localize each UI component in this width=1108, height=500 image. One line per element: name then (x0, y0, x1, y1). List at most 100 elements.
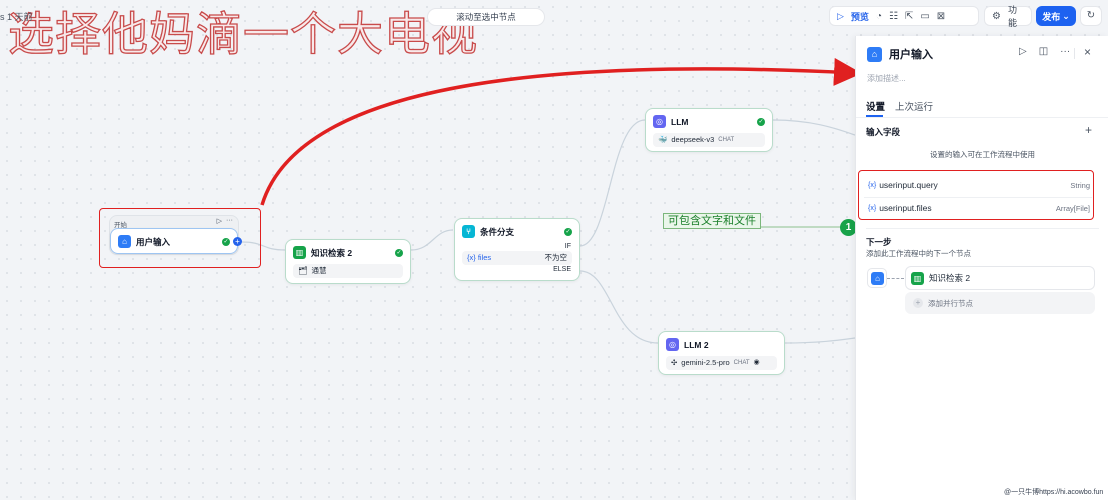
start-node-title: 用户输入 (136, 236, 171, 247)
add-parallel-label: 添加并行节点 (928, 298, 973, 308)
field-type: Array[File] (1055, 203, 1090, 213)
preview-button[interactable]: 预览 (850, 11, 869, 22)
llm-icon: ◎ (666, 338, 679, 351)
publish-label: 发布 (1042, 11, 1061, 22)
scroll-to-node-button[interactable]: 滚动至选中节点 (427, 8, 545, 26)
features-icon: ⚙ (992, 10, 1001, 22)
add-node-handle[interactable]: + (233, 237, 242, 246)
else-label: ELSE (553, 266, 571, 273)
start-node-highlight (99, 208, 261, 268)
help-book-icon[interactable]: ◫ (1038, 46, 1049, 57)
annotation-arrow (260, 57, 862, 206)
branch-icon: ⑂ (462, 225, 475, 238)
dataset-icon: 🗂 (298, 266, 308, 275)
list-icon[interactable]: ☷ (888, 10, 898, 22)
kb-node-title: 知识检索 2 (311, 247, 353, 258)
field-name: userinput.query (879, 180, 938, 190)
start-group-label: 开始 (114, 222, 127, 229)
field-divider (864, 197, 1092, 198)
annotation-label: 可包含文字和文件 (663, 213, 761, 229)
success-icon: ✓ (757, 117, 765, 126)
input-fields-label: 输入字段 (866, 127, 901, 137)
gemini-icon: ✣ (671, 358, 678, 367)
run-node-icon[interactable]: ▷ (216, 218, 222, 225)
next-connector (887, 278, 904, 279)
fields-highlight (858, 170, 1094, 220)
kb-dataset: 🗂通慧 (293, 264, 403, 278)
vision-icon: ◉ (753, 359, 760, 366)
condition-var: {x} files (467, 253, 492, 262)
more-icon[interactable]: ··· (226, 217, 233, 224)
condition-branch-node[interactable]: ⑂ 条件分支 ✓ IF {x} files 不为空 ELSE (454, 218, 580, 281)
field-row[interactable]: {x} userinput.query String (868, 180, 1090, 190)
llm-mode: CHAT (718, 137, 735, 143)
success-icon: ✓ (222, 237, 230, 246)
add-parallel-node-button[interactable]: + 添加并行节点 (905, 292, 1095, 314)
next-step-desc: 添加此工作流程中的下一个节点 (866, 249, 971, 258)
close-icon[interactable]: × (1084, 45, 1092, 59)
chevron-down-icon: ⌄ (1062, 10, 1070, 21)
checklist-icon[interactable]: ◔ (875, 10, 882, 22)
knowledge-icon: ▥ (293, 246, 306, 259)
deepseek-icon: 🐳 (658, 135, 668, 144)
next-node-card[interactable]: ▥ 知识检索 2 (905, 266, 1095, 290)
field-name: userinput.files (879, 203, 932, 213)
plus-icon: + (913, 298, 923, 308)
description-input[interactable]: 添加描述... (867, 74, 906, 83)
field-type: String (1070, 180, 1090, 190)
next-node-title: 知识检索 2 (929, 273, 971, 283)
condition-row: {x} files 不为空 (462, 251, 572, 265)
current-node-chip: ⌂ (867, 268, 887, 288)
play-icon: ▷ (837, 10, 844, 21)
variable-icon: {x} (868, 181, 877, 189)
watermark-text: 选择他妈滴一个大电视 (7, 6, 478, 61)
features-button[interactable]: ⚙ 功能 (984, 5, 1032, 28)
active-tab-indicator (866, 115, 883, 117)
annotation-badge: 1 (840, 219, 857, 236)
env-icon[interactable]: ▭ (920, 10, 930, 22)
if-label: IF (564, 243, 571, 250)
saved-time: s 1 天前 (0, 12, 33, 22)
home-icon: ⌂ (867, 46, 882, 62)
llm-node[interactable]: ◎ LLM ✓ 🐳 deepseek-v3 CHAT (645, 108, 773, 152)
export-icon[interactable]: ⇱ (904, 10, 914, 22)
tab-settings[interactable]: 设置 (866, 102, 886, 113)
llm-node-title: LLM (671, 116, 689, 127)
input-hint: 设置的输入可在工作流程中使用 (930, 150, 1035, 159)
llm2-model: ✣ gemini-2.5-pro CHAT ◉ (666, 356, 777, 370)
kb-dataset-name: 通慧 (311, 266, 327, 275)
close-panel-divider (1074, 48, 1075, 59)
llm2-node[interactable]: ◎ LLM 2 ✣ gemini-2.5-pro CHAT ◉ (658, 331, 785, 375)
home-icon: ⌂ (118, 235, 131, 248)
more-icon[interactable]: ··· (1060, 46, 1071, 57)
success-icon: ✓ (564, 227, 572, 236)
condition-op: 不为空 (544, 253, 568, 262)
node-settings-panel: ⌂ 用户输入 ▷ ◫ ··· × 添加描述... 设置 上次运行 输入字段 + … (855, 36, 1108, 500)
section-divider (866, 228, 1099, 229)
llm-icon: ◎ (653, 115, 666, 128)
features-label: 功能 (1007, 5, 1017, 28)
publish-button[interactable]: 发布 ⌄ (1036, 6, 1076, 26)
panel-title: 用户输入 (889, 49, 933, 61)
llm2-node-title: LLM 2 (684, 339, 709, 350)
branch-node-title: 条件分支 (480, 226, 515, 237)
field-row[interactable]: {x} userinput.files Array[File] (868, 203, 1090, 213)
home-icon: ⌂ (871, 272, 884, 285)
start-node[interactable]: ⌂ 用户输入 ✓ (110, 228, 238, 254)
history-icon[interactable]: ↻ (1080, 6, 1102, 26)
next-step-label: 下一步 (866, 237, 892, 247)
llm-model: 🐳 deepseek-v3 CHAT (653, 133, 765, 147)
success-icon: ✓ (395, 248, 403, 257)
llm-model-name: deepseek-v3 (671, 135, 715, 144)
knowledge-icon: ▥ (911, 271, 924, 285)
variable-icon[interactable]: ⊠ (936, 10, 946, 22)
llm2-model-name: gemini-2.5-pro (681, 358, 730, 367)
knowledge-retrieval-node[interactable]: ▥ 知识检索 2 ✓ 🗂通慧 (285, 239, 411, 284)
add-field-icon[interactable]: + (1085, 123, 1093, 137)
toolbar-group: ▷ 预览 ◔ ☷ ⇱ ▭ ⊠ (829, 6, 979, 26)
run-node-icon[interactable]: ▷ (1019, 46, 1027, 57)
tab-last-run[interactable]: 上次运行 (895, 102, 934, 113)
llm2-mode: CHAT (733, 360, 750, 366)
credit-text: @一只牛博https://hi.acowbo.fun (1004, 489, 1104, 496)
